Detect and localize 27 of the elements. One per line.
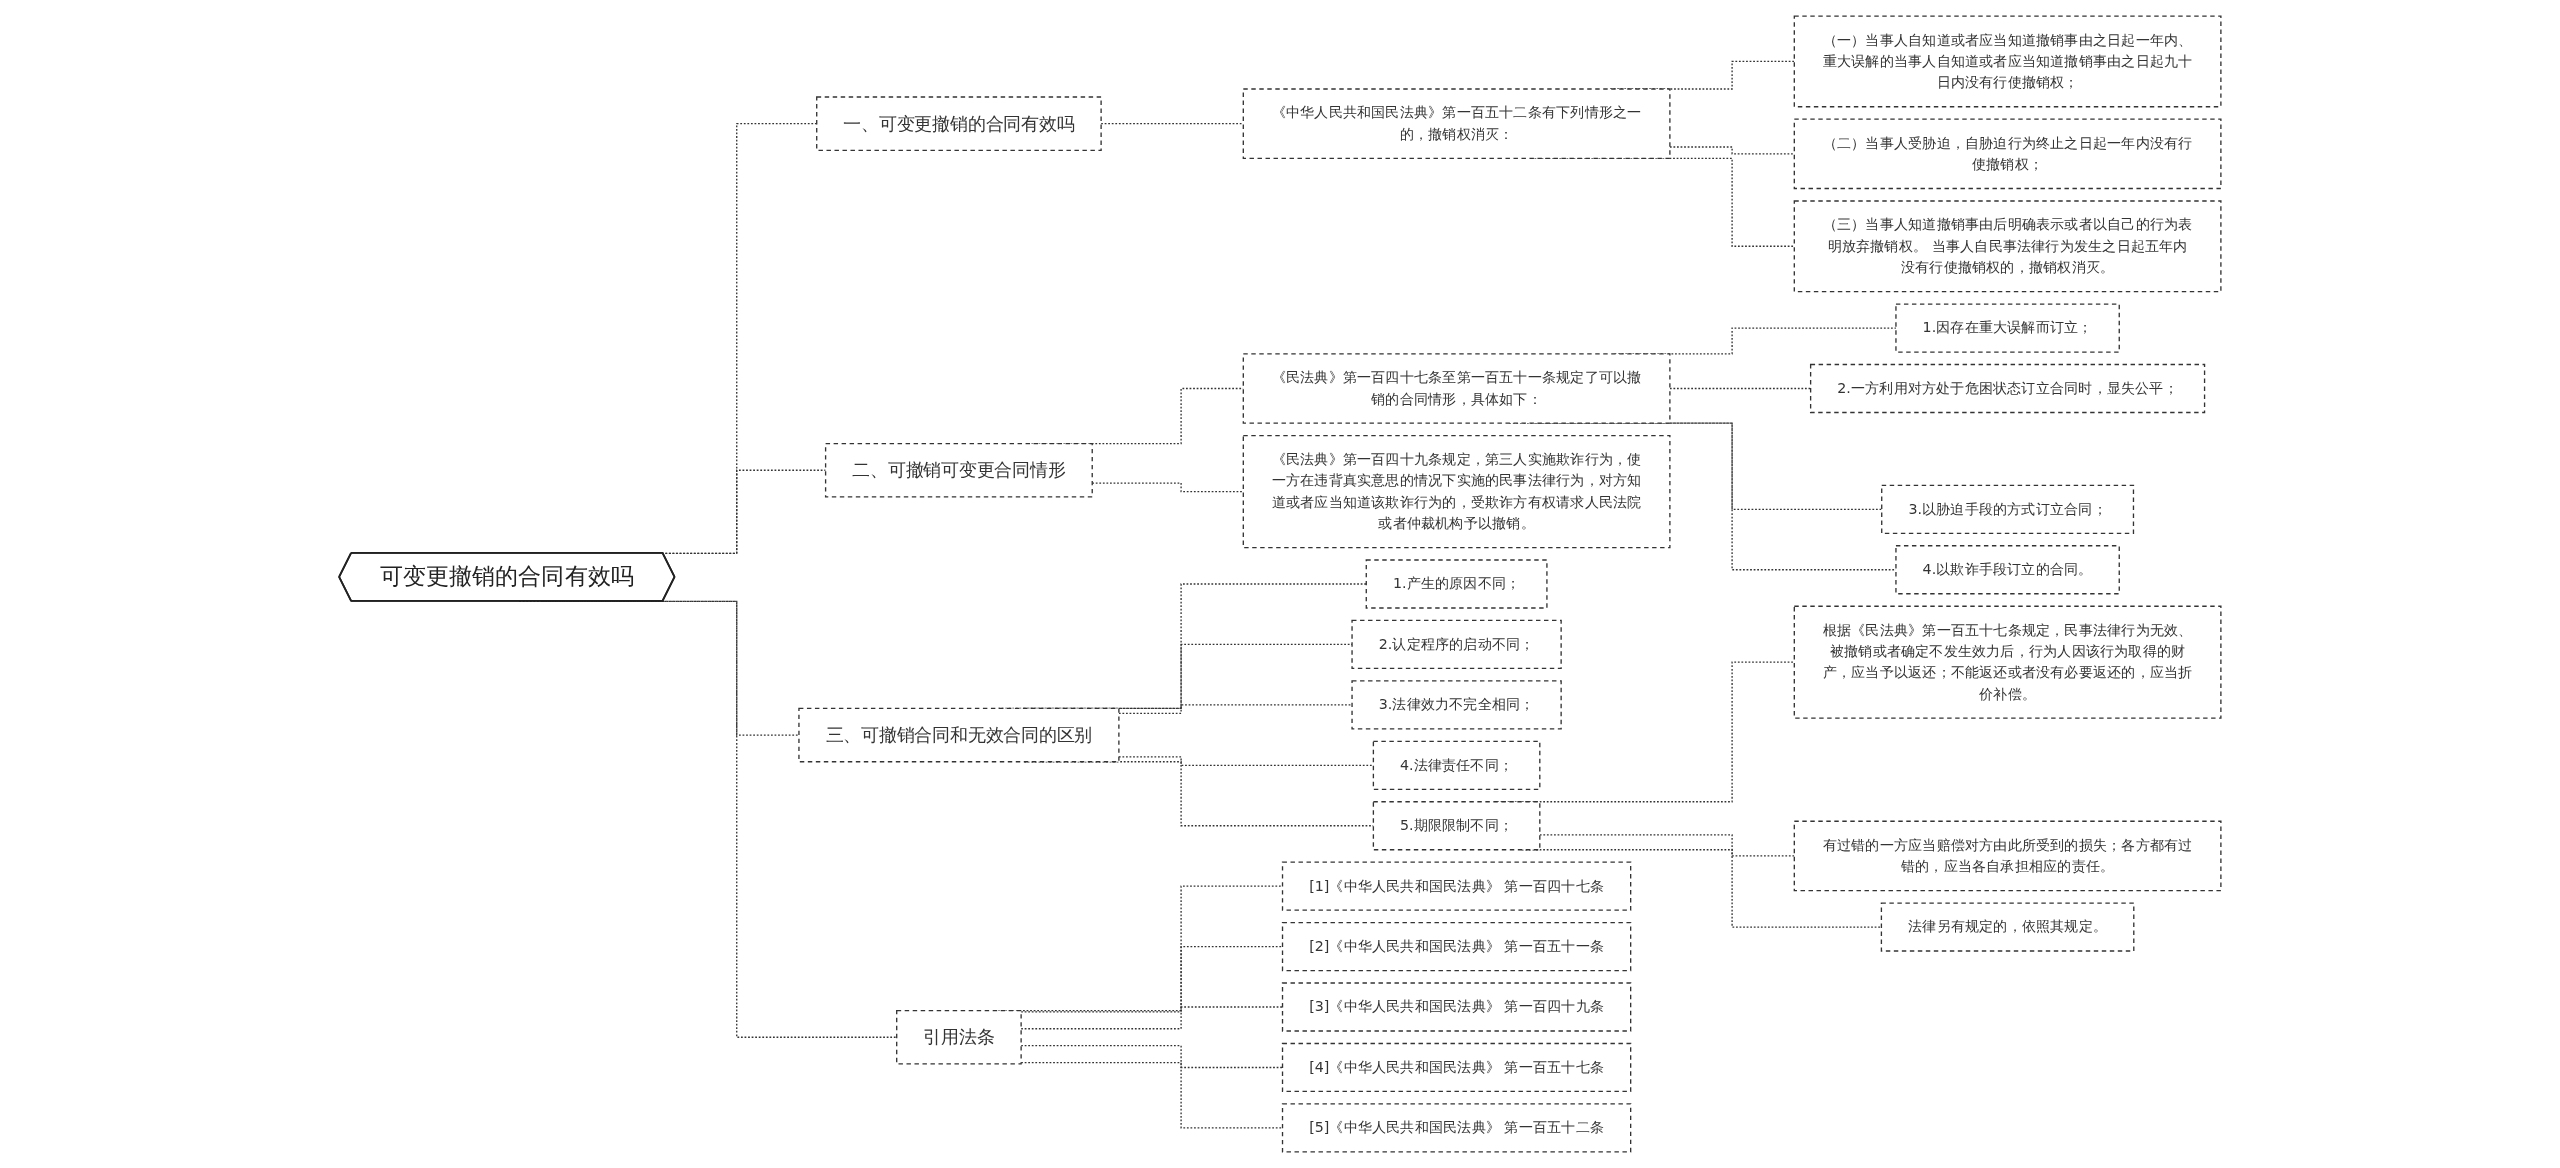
node-box: 三、可撤销合同和无效合同的区别 <box>798 707 1120 763</box>
node-box: （二）当事人受胁迫，自胁迫行为终止之日起一年内没有行使撤销权； <box>1793 118 2222 190</box>
node-box: 4.法律责任不同； <box>1372 740 1541 790</box>
node-box: （三）当事人知道撤销事由后明确表示或者以自己的行为表明放弃撤销权。 当事人自民事法律行为发生之日起五年内没有行使撤销权的，撤销权消灭。 <box>1793 200 2222 293</box>
node-box: 3.以胁迫手段的方式订立合同； <box>1881 484 2135 534</box>
node-box: 引用法条 <box>896 1009 1022 1065</box>
node-box: 《民法典》第一百四十九条规定，第三人实施欺诈行为，使一方在违背真实意思的情况下实施的民事法律行为，对方知道或者应当知道该欺诈行为的，受欺诈方有权请求人民法院或者仲裁机构予以撤销。 <box>1242 434 1671 549</box>
node-box: [4]《中华人民共和国民法典》 第一百五十七条 <box>1281 1042 1632 1093</box>
node-box: 4.以欺诈手段订立的合同。 <box>1895 545 2120 595</box>
node-box: （一）当事人自知道或者应当知道撤销事由之日起一年内、重大误解的当事人自知道或者应当知道撤销事由之日起九十日内没有行使撤销权； <box>1793 15 2222 108</box>
node-box: 2.认定程序的启动不同； <box>1351 619 1562 670</box>
node-box: 1.产生的原因不同； <box>1365 559 1548 609</box>
node-box: 2.一方利用对方处于危困状态订立合同时，显失公平； <box>1809 363 2206 414</box>
node-box: 有过错的一方应当赔偿对方由此所受到的损失；各方都有过错的，应当各自承担相应的责任。 <box>1793 820 2222 892</box>
node-box: 5.期限限制不同； <box>1372 801 1541 851</box>
node-box: 《民法典》第一百四十七条至第一百五十一条规定了可以撤销的合同情形，具体如下： <box>1242 353 1671 424</box>
node-box: 二、可撤销可变更合同情形 <box>824 442 1093 498</box>
node-box: 法律另有规定的，依照其规定。 <box>1880 902 2135 952</box>
node-box: 3.法律效力不完全相同； <box>1351 680 1562 730</box>
node-box: 1.因存在重大误解而订立； <box>1895 303 2120 353</box>
node-box: [1]《中华人民共和国民法典》 第一百四十七条 <box>1281 861 1632 911</box>
node-box: 《中华人民共和国民法典》第一百五十二条有下列情形之一的，撤销权消灭： <box>1242 88 1671 159</box>
node-box: 根据《民法典》第一百五十七条规定，民事法律行为无效、被撤销或者确定不发生效力后，行为人因该行为取得的财产，应当予以返还；不能返还或者没有必要返还的，应当折价补偿。 <box>1793 605 2222 719</box>
node-box: [3]《中华人民共和国民法典》 第一百四十九条 <box>1281 982 1632 1032</box>
node-box: [2]《中华人民共和国民法典》 第一百五十一条 <box>1281 921 1632 972</box>
node-box: [5]《中华人民共和国民法典》 第一百五十二条 <box>1281 1103 1632 1153</box>
node-box: 一、可变更撤销的合同有效吗 <box>816 96 1102 151</box>
